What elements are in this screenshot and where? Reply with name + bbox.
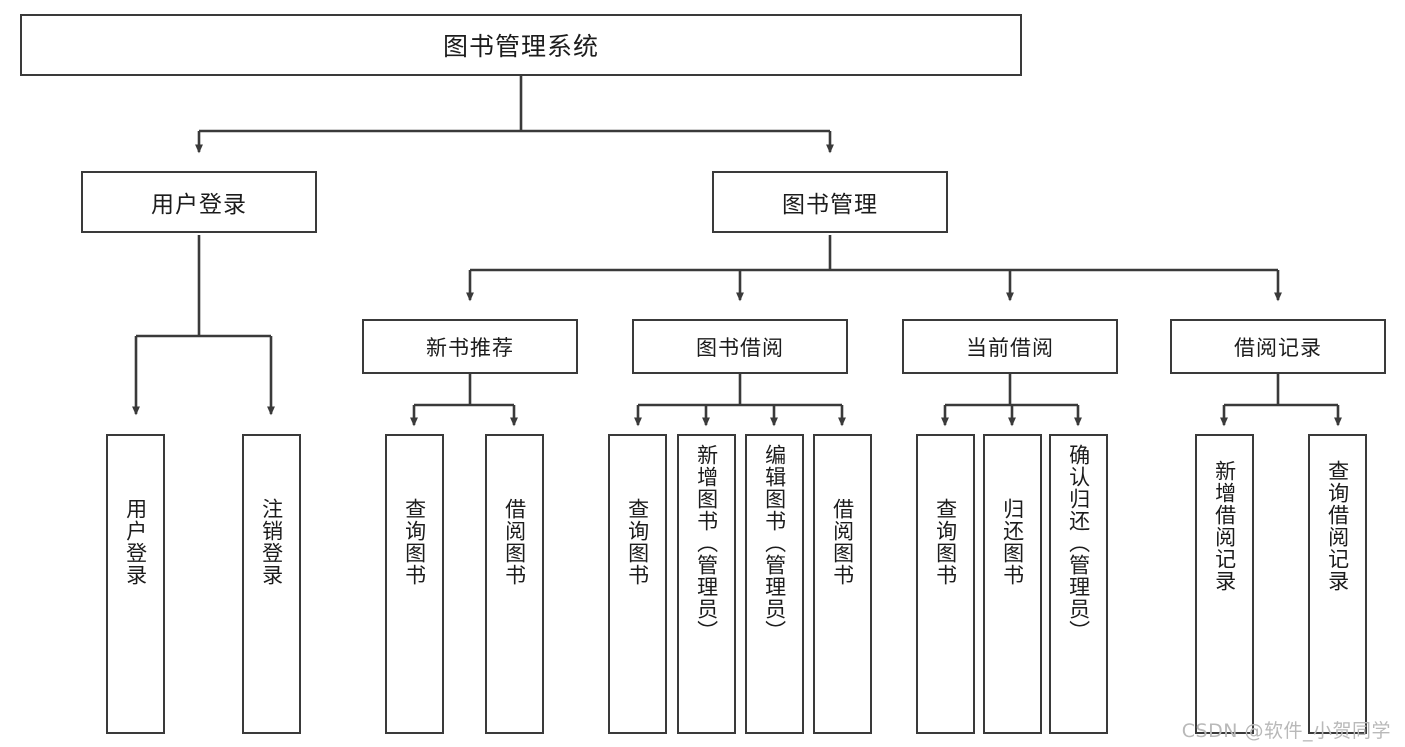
leaf-label: 借阅图书: [830, 498, 855, 586]
leaf-label: 确认归还（管理员）: [1066, 444, 1091, 642]
leaf-label: 查询借阅记录: [1325, 460, 1350, 592]
leaf-new-book-borrow[interactable]: 借阅图书: [485, 434, 544, 734]
leaf-new-book-query[interactable]: 查询图书: [385, 434, 444, 734]
leaf-book-borrow-edit[interactable]: 编辑图书（管理员）: [745, 434, 804, 734]
leaf-borrow-record-add[interactable]: 新增借阅记录: [1195, 434, 1254, 734]
leaf-user-login-logout[interactable]: 注销登录: [242, 434, 301, 734]
leaf-current-borrow-return[interactable]: 归还图书: [983, 434, 1042, 734]
leaf-label: 用户登录: [123, 498, 148, 586]
leaf-label: 查询图书: [933, 498, 958, 586]
leaf-label: 查询图书: [625, 498, 650, 586]
node-root[interactable]: 图书管理系统: [20, 14, 1022, 76]
node-borrow-record[interactable]: 借阅记录: [1170, 319, 1386, 374]
leaf-book-borrow-add[interactable]: 新增图书（管理员）: [677, 434, 736, 734]
node-book-manage[interactable]: 图书管理: [712, 171, 948, 233]
leaf-user-login-login[interactable]: 用户登录: [106, 434, 165, 734]
node-new-book-recommend-label: 新书推荐: [426, 335, 514, 360]
leaf-current-borrow-query[interactable]: 查询图书: [916, 434, 975, 734]
node-new-book-recommend[interactable]: 新书推荐: [362, 319, 578, 374]
leaf-book-borrow-borrow[interactable]: 借阅图书: [813, 434, 872, 734]
leaf-label: 注销登录: [259, 498, 284, 586]
leaf-label: 编辑图书（管理员）: [762, 444, 787, 642]
leaf-current-borrow-confirm[interactable]: 确认归还（管理员）: [1049, 434, 1108, 734]
node-user-login-label: 用户登录: [151, 192, 247, 218]
watermark: CSDN @软件_小贺同学: [1181, 720, 1391, 742]
node-current-borrow[interactable]: 当前借阅: [902, 319, 1118, 374]
node-book-borrow[interactable]: 图书借阅: [632, 319, 848, 374]
leaf-book-borrow-query[interactable]: 查询图书: [608, 434, 667, 734]
leaf-label: 归还图书: [1000, 498, 1025, 586]
node-user-login[interactable]: 用户登录: [81, 171, 317, 233]
node-book-borrow-label: 图书借阅: [696, 335, 784, 360]
leaf-label: 新增借阅记录: [1212, 460, 1237, 592]
node-current-borrow-label: 当前借阅: [966, 335, 1054, 360]
leaf-label: 查询图书: [402, 498, 427, 586]
node-borrow-record-label: 借阅记录: [1234, 335, 1322, 360]
node-book-manage-label: 图书管理: [782, 192, 878, 218]
leaf-label: 新增图书（管理员）: [694, 444, 719, 642]
node-root-label: 图书管理系统: [442, 32, 599, 61]
leaf-borrow-record-query[interactable]: 查询借阅记录: [1308, 434, 1367, 734]
leaf-label: 借阅图书: [502, 498, 527, 586]
